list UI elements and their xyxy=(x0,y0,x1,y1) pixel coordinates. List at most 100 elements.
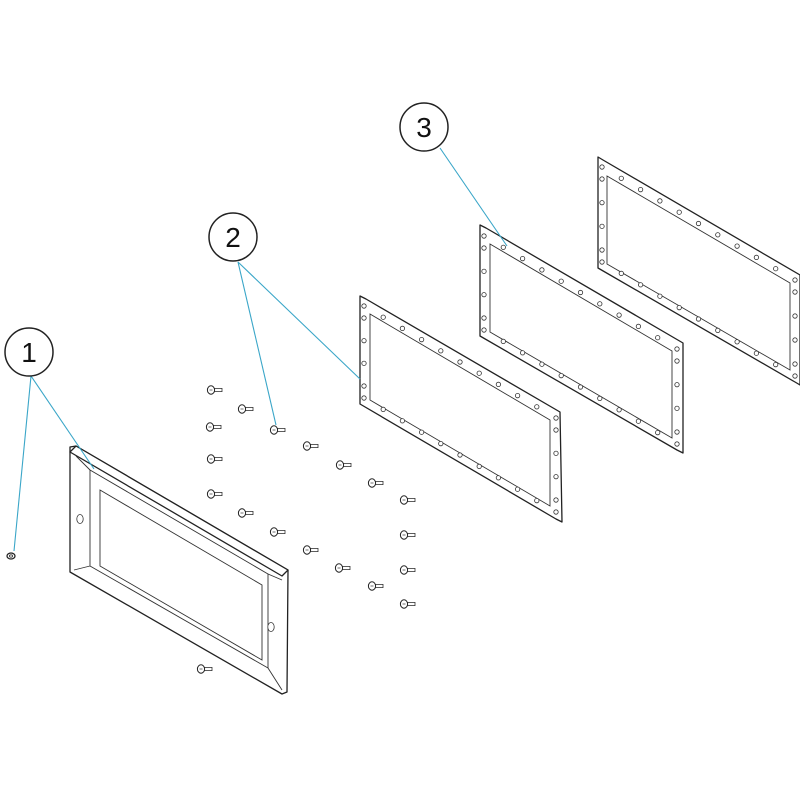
gasket-hole xyxy=(599,259,605,265)
gasket-hole xyxy=(597,301,603,307)
gasket-hole xyxy=(792,277,798,283)
gasket-hole xyxy=(553,474,559,480)
gasket-hole xyxy=(457,359,463,365)
leader-lines xyxy=(13,147,508,552)
gasket-hole xyxy=(655,429,661,436)
gasket-hole xyxy=(599,247,605,253)
screw xyxy=(367,478,384,488)
gasket-hole xyxy=(674,429,680,435)
gasket-hole xyxy=(438,440,444,447)
screw xyxy=(206,489,223,499)
gasket-hole xyxy=(792,313,798,319)
callout-1: 1 xyxy=(4,327,54,377)
screw xyxy=(399,495,416,505)
gasket-hole xyxy=(361,303,367,309)
gasket-hole xyxy=(534,497,540,504)
gasket-hole xyxy=(399,325,405,331)
screw-set xyxy=(196,385,416,674)
gasket-hole xyxy=(361,338,367,344)
gasket-hole xyxy=(481,233,487,239)
gasket-hole xyxy=(599,164,605,170)
frame-hole-right xyxy=(267,622,275,632)
gasket-hole xyxy=(534,404,540,410)
gasket-hole xyxy=(734,339,740,345)
gasket-hole xyxy=(514,392,521,399)
gasket-hole xyxy=(674,346,680,352)
gasket-hole xyxy=(361,315,367,321)
gasket-hole xyxy=(599,223,605,229)
screw xyxy=(237,404,254,414)
gasket-hole xyxy=(792,337,798,343)
gasket-hole xyxy=(635,418,642,424)
gasket-rear xyxy=(597,156,800,386)
gasket-hole xyxy=(361,383,367,389)
screw xyxy=(237,508,254,518)
small-washer xyxy=(6,552,16,560)
callout-2-label: 2 xyxy=(225,222,241,253)
gasket-hole xyxy=(715,232,721,238)
gasket-hole xyxy=(695,220,702,227)
gasket-hole xyxy=(438,348,444,354)
gasket-hole xyxy=(753,350,760,356)
gasket-hole xyxy=(553,415,559,421)
screw xyxy=(335,460,352,470)
gasket-hole xyxy=(773,361,779,368)
front-frame xyxy=(69,445,289,695)
gasket-hole xyxy=(792,361,798,367)
gasket-hole xyxy=(715,327,721,333)
callout-2: 2 xyxy=(208,212,258,262)
gasket-hole xyxy=(616,407,622,413)
gasket-hole xyxy=(361,360,367,366)
gasket-hole xyxy=(361,395,367,401)
gasket-hole xyxy=(773,266,779,272)
screw xyxy=(205,422,222,432)
gasket-hole xyxy=(597,395,603,401)
gasket-hole xyxy=(380,406,386,412)
gasket-hole xyxy=(635,323,642,329)
gasket-hole xyxy=(558,278,564,284)
frame-hole-left xyxy=(76,514,84,524)
gasket-hole xyxy=(616,312,622,318)
gasket-hole xyxy=(676,304,682,311)
gasket-hole xyxy=(500,338,506,344)
gasket-hole xyxy=(734,243,740,249)
gasket-hole xyxy=(553,497,559,503)
gasket-hole xyxy=(674,382,680,388)
gasket-hole xyxy=(476,370,482,376)
gasket-hole xyxy=(792,373,798,379)
screw xyxy=(206,454,223,464)
gasket-hole xyxy=(676,209,682,215)
gasket-hole xyxy=(481,245,487,251)
gasket-hole xyxy=(500,244,506,250)
screw xyxy=(269,425,286,435)
gasket-hole xyxy=(481,327,487,333)
gasket-hole xyxy=(418,429,425,435)
gasket-hole xyxy=(553,427,559,433)
gasket-hole xyxy=(481,268,487,274)
screw xyxy=(399,530,416,540)
gasket-hole xyxy=(519,255,526,262)
gasket-hole xyxy=(674,441,680,447)
gasket-hole xyxy=(495,381,501,387)
gasket-hole xyxy=(577,384,584,390)
screw xyxy=(334,563,351,573)
gasket-hole xyxy=(618,175,624,181)
flange-plate xyxy=(359,295,563,523)
screw xyxy=(206,385,223,395)
gasket-hole xyxy=(418,336,425,343)
gasket-hole xyxy=(476,463,482,469)
gasket-hole xyxy=(539,267,545,273)
gasket-hole xyxy=(674,405,680,411)
gasket-hole xyxy=(599,200,605,206)
callout-3-label: 3 xyxy=(416,112,432,143)
callout-3: 3 xyxy=(399,102,449,152)
gasket-hole xyxy=(657,198,663,204)
gasket-hole xyxy=(792,289,798,295)
gasket-hole xyxy=(457,452,463,458)
gasket-hole xyxy=(539,361,545,367)
gasket-hole xyxy=(637,187,644,193)
gasket-hole xyxy=(380,314,386,320)
gasket-hole xyxy=(553,450,559,456)
gasket-hole xyxy=(753,254,760,260)
